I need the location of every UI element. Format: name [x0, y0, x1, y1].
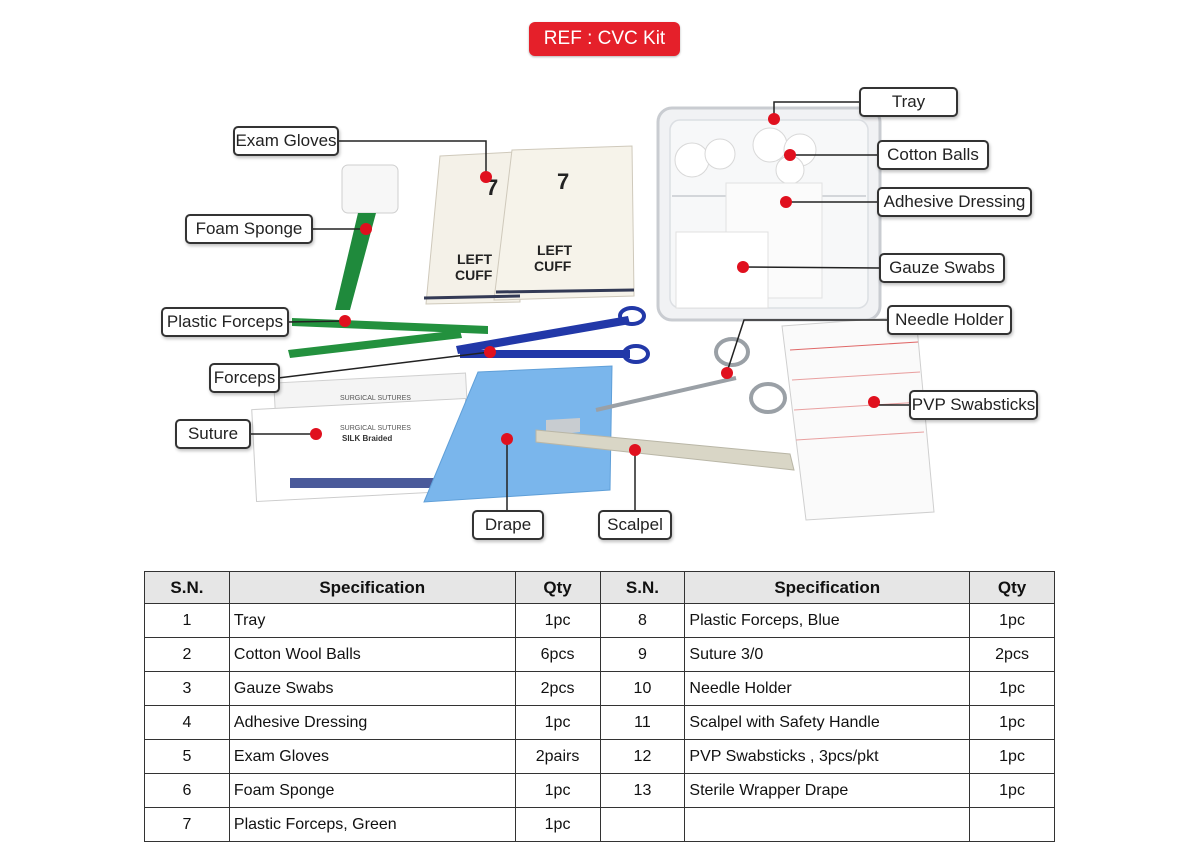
cell-spec: Sterile Wrapper Drape	[684, 773, 971, 808]
cell-spec: Gauze Swabs	[228, 671, 516, 706]
svg-text:SURGICAL SUTURES: SURGICAL SUTURES	[340, 425, 411, 432]
gloves-image: 7 7 LEFT CUFF LEFT CUFF	[423, 145, 635, 305]
svg-text:CUFF: CUFF	[455, 267, 493, 283]
callout-adhesive-dressing: Adhesive Dressing	[877, 187, 1032, 217]
header-qty: Qty	[514, 571, 601, 604]
cell-qty: 2pcs	[514, 671, 601, 706]
callout-tray: Tray	[859, 87, 958, 117]
cell-spec: Suture 3/0	[684, 637, 971, 672]
cell-qty: 1pc	[514, 807, 601, 842]
cell-qty	[969, 807, 1055, 842]
header-sn: S.N.	[599, 571, 686, 604]
header-specification: Specification	[228, 571, 516, 604]
callout-pvp-swabsticks: PVP Swabsticks	[909, 390, 1038, 420]
callout-drape: Drape	[472, 510, 544, 540]
cell-spec: PVP Swabsticks , 3pcs/pkt	[684, 739, 971, 774]
cell-sn: 2	[144, 637, 230, 672]
cell-sn: 6	[144, 773, 230, 808]
cell-sn: 5	[144, 739, 230, 774]
cell-sn: 3	[144, 671, 230, 706]
cell-sn: 4	[144, 705, 230, 740]
blue-forceps-image	[456, 306, 650, 364]
cell-sn: 9	[599, 637, 686, 672]
callout-exam-gloves: Exam Gloves	[233, 126, 339, 156]
svg-text:LEFT: LEFT	[457, 251, 492, 267]
svg-text:LEFT: LEFT	[537, 242, 572, 258]
cell-qty: 1pc	[969, 705, 1055, 740]
cell-spec: Cotton Wool Balls	[228, 637, 516, 672]
table-row: 1 Tray 1pc 8 Plastic Forceps, Blue 1pc	[144, 603, 1055, 638]
leader-lines	[250, 101, 909, 510]
cell-qty: 1pc	[969, 773, 1055, 808]
cell-qty: 1pc	[514, 705, 601, 740]
svg-text:CUFF: CUFF	[534, 258, 572, 274]
cell-sn: 11	[599, 705, 686, 740]
marker-dots	[310, 113, 880, 456]
needle-holder-image	[595, 337, 787, 414]
cell-qty: 2pairs	[514, 739, 601, 774]
table-row: 7 Plastic Forceps, Green 1pc	[144, 807, 1055, 842]
callout-suture: Suture	[175, 419, 251, 449]
cell-spec	[684, 807, 971, 842]
table-row: 4 Adhesive Dressing 1pc 11 Scalpel with …	[144, 705, 1055, 740]
header-specification: Specification	[684, 571, 971, 604]
suture-image: SURGICAL SUTURES SURGICAL SUTURES SILK B…	[251, 372, 471, 503]
cell-spec: Needle Holder	[684, 671, 971, 706]
cell-qty: 1pc	[969, 739, 1055, 774]
cell-qty: 1pc	[514, 603, 601, 638]
cell-sn: 12	[599, 739, 686, 774]
table-row: 3 Gauze Swabs 2pcs 10 Needle Holder 1pc	[144, 671, 1055, 706]
cell-qty: 2pcs	[969, 637, 1055, 672]
drape-image	[423, 365, 613, 503]
cell-sn: 7	[144, 807, 230, 842]
table-row: 2 Cotton Wool Balls 6pcs 9 Suture 3/0 2p…	[144, 637, 1055, 672]
cell-qty: 1pc	[514, 773, 601, 808]
callout-plastic-forceps: Plastic Forceps	[161, 307, 289, 337]
cell-spec: Plastic Forceps, Green	[228, 807, 516, 842]
table-row: 6 Foam Sponge 1pc 13 Sterile Wrapper Dra…	[144, 773, 1055, 808]
cell-spec: Scalpel with Safety Handle	[684, 705, 971, 740]
cell-sn	[599, 807, 686, 842]
header-qty: Qty	[969, 571, 1055, 604]
callout-forceps: Forceps	[209, 363, 280, 393]
cell-sn: 13	[599, 773, 686, 808]
callout-scalpel: Scalpel	[598, 510, 672, 540]
cell-spec: Adhesive Dressing	[228, 705, 516, 740]
cell-sn: 1	[144, 603, 230, 638]
table-header-row: S.N. Specification Qty S.N. Specificatio…	[144, 571, 1055, 604]
cell-spec: Exam Gloves	[228, 739, 516, 774]
cotton-balls-image	[674, 127, 817, 185]
gauze-image	[675, 231, 769, 309]
svg-text:SURGICAL SUTURES: SURGICAL SUTURES	[340, 395, 411, 402]
cell-spec: Foam Sponge	[228, 773, 516, 808]
cell-sn: 10	[599, 671, 686, 706]
spec-table: S.N. Specification Qty S.N. Specificatio…	[144, 571, 1055, 842]
callout-cotton-balls: Cotton Balls	[877, 140, 989, 170]
cell-spec: Plastic Forceps, Blue	[684, 603, 971, 638]
scalpel-image	[535, 418, 795, 471]
callout-needle-holder: Needle Holder	[887, 305, 1012, 335]
cell-spec: Tray	[228, 603, 516, 638]
header-sn: S.N.	[144, 571, 230, 604]
cell-qty: 1pc	[969, 671, 1055, 706]
table-row: 5 Exam Gloves 2pairs 12 PVP Swabsticks ,…	[144, 739, 1055, 774]
svg-text:SILK Braided: SILK Braided	[342, 434, 392, 443]
ref-badge: REF : CVC Kit	[529, 22, 680, 56]
svg-text:7: 7	[557, 169, 569, 194]
callout-foam-sponge: Foam Sponge	[185, 214, 313, 244]
callout-gauze-swabs: Gauze Swabs	[879, 253, 1005, 283]
foam-sponge-image	[335, 164, 399, 310]
cell-qty: 1pc	[969, 603, 1055, 638]
cell-qty: 6pcs	[514, 637, 601, 672]
cell-sn: 8	[599, 603, 686, 638]
kit-photo: 7 7 LEFT CUFF LEFT CUFF SURGICAL SUTURES…	[250, 101, 935, 521]
